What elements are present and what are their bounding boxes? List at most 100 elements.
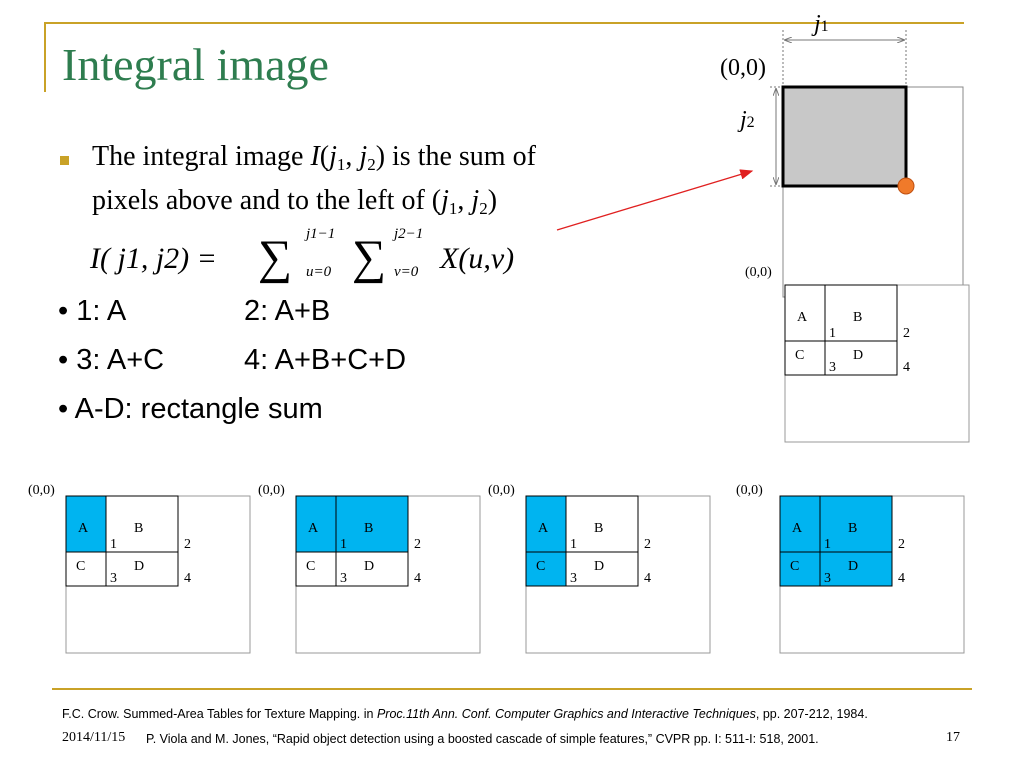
label-1-case3: 1 [570, 537, 577, 552]
label-4-case2: 4 [414, 571, 421, 586]
function-name: I [310, 141, 320, 172]
case-rect-sum: • A-D: rectangle sum [58, 393, 323, 425]
label-c-case1: C [76, 559, 85, 574]
label-4-case3: 4 [644, 571, 651, 586]
origin-label-case3: (0,0) [488, 483, 515, 498]
ref-crow-venue: Proc.11th Ann. Conf. Computer Graphics a… [376, 707, 756, 721]
origin-label-example: (0,0) [745, 265, 772, 280]
var-j2-b: j [471, 185, 480, 216]
cell-b-case3 [565, 495, 639, 553]
bullet-square-icon [60, 156, 69, 165]
sum-icon-2: ∑ [352, 231, 387, 284]
label-d-case1: D [134, 559, 144, 574]
case-2: 2: A+B [244, 295, 331, 327]
bullet-line-1-prefix: The integral image [92, 141, 311, 172]
label-a-example: A [797, 310, 808, 325]
top-origin-label: (0,0) [720, 55, 766, 81]
label-4-case4: 4 [898, 571, 905, 586]
sub-2-b: 2 [479, 199, 488, 218]
sum-lower-1: u=0 [306, 264, 332, 280]
var-j2: j [359, 141, 368, 172]
label-d-case3: D [594, 559, 604, 574]
case-1: • 1: A [58, 295, 127, 327]
frame-left-line [44, 22, 46, 92]
j1-letter: j [814, 11, 821, 37]
slide-title: Integral image [62, 39, 329, 90]
sum-lower-2: v=0 [394, 264, 419, 280]
label-d-example: D [853, 348, 863, 363]
origin-label-case4: (0,0) [736, 483, 763, 498]
label-2-example: 2 [903, 326, 910, 341]
case-4: 4: A+B+C+D [244, 344, 407, 376]
cell-d-example [824, 340, 898, 376]
j1-label: j1 [814, 12, 829, 36]
cell-a-case2 [295, 495, 337, 553]
label-2-case2: 2 [414, 537, 421, 552]
cell-c-case4 [779, 551, 821, 587]
sum-upper-1: j1−1 [306, 226, 336, 242]
cell-d-case4 [819, 551, 893, 587]
label-c-example: C [795, 348, 804, 363]
var-j1-b: j [441, 185, 449, 216]
sub-2: 2 [367, 155, 376, 174]
sum-upper-2: j2−1 [394, 226, 424, 242]
origin-label-case1: (0,0) [28, 483, 55, 498]
label-1-case2: 1 [340, 537, 347, 552]
corner-point-marker [897, 177, 915, 195]
label-2-case4: 2 [898, 537, 905, 552]
cell-c-example [784, 340, 826, 376]
cell-a-case4 [779, 495, 821, 553]
label-2-case3: 2 [644, 537, 651, 552]
label-4-example: 4 [903, 360, 910, 375]
label-2-case1: 2 [184, 537, 191, 552]
sum-icon: ∑ [258, 231, 293, 284]
label-3-case3: 3 [570, 571, 577, 586]
label-c-case4: C [790, 559, 799, 574]
bullet-line-1-suffix: is the sum of [385, 141, 536, 172]
cell-d-case3 [565, 551, 639, 587]
cell-d-case2 [335, 551, 409, 587]
reference-viola-jones: P. Viola and M. Jones, “Rapid object det… [146, 732, 819, 746]
label-3-example: 3 [829, 360, 836, 375]
label-b-example: B [853, 310, 862, 325]
j2-label: j2 [740, 108, 755, 132]
ref-crow-suffix: , pp. 207-212, 1984. [755, 707, 868, 721]
integral-region [781, 85, 908, 188]
ref-crow-prefix: F.C. Crow. Summed-Area Tables for Textur… [62, 707, 377, 721]
cell-c-case1 [65, 551, 107, 587]
grid-diagrams: (0,0) A B C D 1 2 3 4 (0,0) A B C D 1 2 3 4 (0,0) A B C D 1 2 3 4 (… [28, 265, 970, 654]
label-1-case1: 1 [110, 537, 117, 552]
label-b-case4: B [848, 521, 857, 536]
label-4-case1: 4 [184, 571, 191, 586]
slide-date: 2014/11/15 [62, 730, 126, 745]
label-3-case1: 3 [110, 571, 117, 586]
cell-a-case3 [525, 495, 567, 553]
sub-1: 1 [336, 155, 346, 174]
j1-subscript: 1 [820, 18, 829, 35]
sub-1-b: 1 [448, 199, 458, 218]
pointer-arrow [556, 169, 754, 231]
cell-b-case4 [819, 495, 893, 553]
reference-crow: F.C. Crow. Summed-Area Tables for Textur… [62, 708, 868, 721]
label-a-case3: A [538, 521, 549, 536]
label-b-case1: B [134, 521, 143, 536]
j2-letter: j [740, 107, 747, 133]
cell-b-case2 [335, 495, 409, 553]
bullet-line-2-prefix: pixels above and to the left of [92, 185, 432, 216]
formula-lhs: I( j1, j2) = [90, 242, 217, 275]
label-3-case4: 3 [824, 571, 831, 586]
label-a-case1: A [78, 521, 89, 536]
label-a-case4: A [792, 521, 803, 536]
origin-label-case2: (0,0) [258, 483, 285, 498]
bullet-line-2: pixels above and to the left of (j1, j2) [92, 185, 498, 218]
case-3: • 3: A+C [58, 344, 165, 376]
label-c-case3: C [536, 559, 545, 574]
label-d-case2: D [364, 559, 374, 574]
bullet-line-1: The integral image I(j1, j2) is the sum … [92, 141, 536, 174]
label-1-example: 1 [829, 326, 836, 341]
label-c-case2: C [306, 559, 315, 574]
label-3-case2: 3 [340, 571, 347, 586]
formula-term: X(u,v) [440, 242, 515, 275]
